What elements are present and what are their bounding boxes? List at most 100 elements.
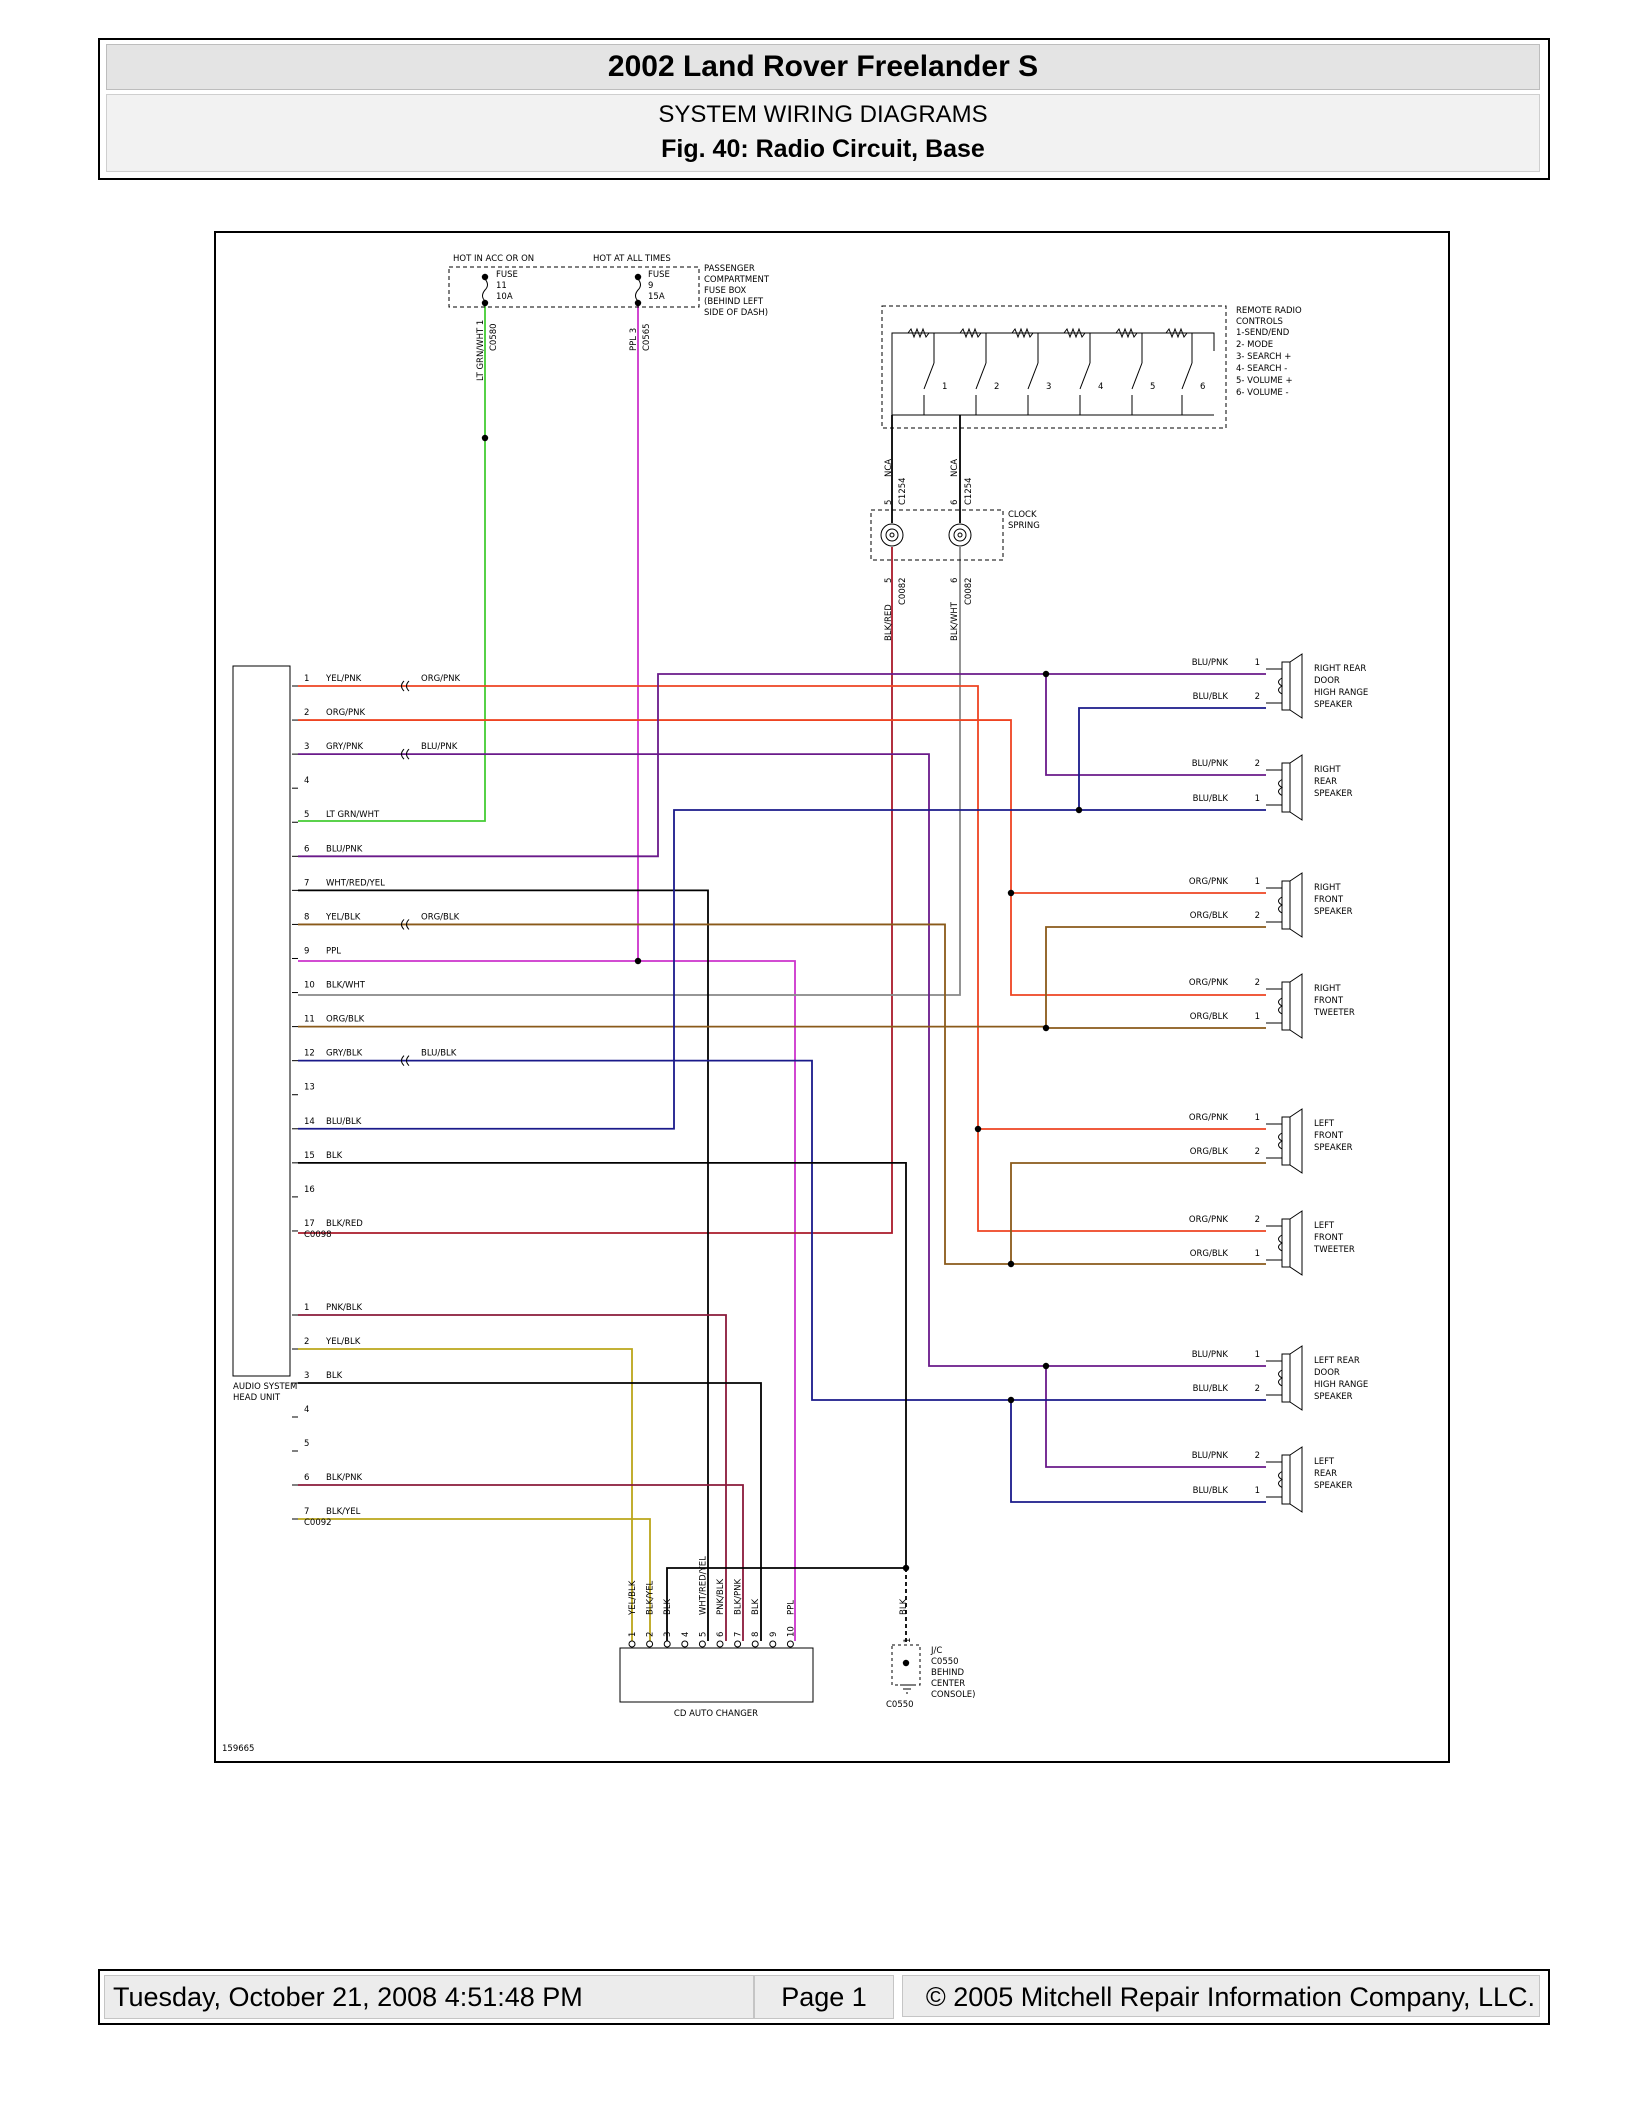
pin-number: 7 bbox=[304, 1507, 309, 1517]
ground-label: CONSOLE) bbox=[931, 1690, 976, 1700]
switch-number: 2 bbox=[994, 382, 999, 392]
clock-spring-box bbox=[870, 509, 1004, 561]
switch-number: 5 bbox=[1150, 382, 1155, 392]
splice-dot bbox=[1007, 1260, 1015, 1268]
wire-blu-pnk-6b bbox=[1045, 674, 1266, 776]
wire-pnk-blk bbox=[298, 1314, 727, 1641]
pin-number: 6 bbox=[950, 500, 960, 505]
connector-id: C0098 bbox=[304, 1230, 332, 1240]
pin-number: 12 bbox=[304, 1049, 315, 1059]
cd-pin bbox=[716, 1640, 724, 1648]
speaker-label: FRONT bbox=[1314, 996, 1344, 1006]
splice-dot bbox=[481, 273, 489, 281]
fuse-symbol bbox=[482, 278, 488, 302]
splice-dot bbox=[634, 299, 642, 307]
speaker-coil bbox=[1278, 779, 1284, 796]
splice-dot bbox=[902, 1564, 910, 1572]
fuse-box-label: COMPARTMENT bbox=[704, 275, 770, 285]
splice-dot bbox=[481, 299, 489, 307]
switch-number: 1 bbox=[942, 382, 947, 392]
remote-function: 5- VOLUME + bbox=[1236, 376, 1293, 386]
fuse-label: 10A bbox=[496, 292, 513, 302]
pin-number: 14 bbox=[304, 1117, 315, 1127]
remote-bus bbox=[891, 332, 1215, 415]
wire-color-label: ORG/PNK bbox=[1189, 1113, 1229, 1123]
wire-color-label: BLK/RED bbox=[884, 604, 894, 641]
connector-break bbox=[401, 680, 405, 692]
speaker-label: SPEAKER bbox=[1314, 789, 1353, 799]
clock-spring-coil bbox=[885, 528, 899, 542]
wire-color-label: BLK bbox=[751, 1598, 761, 1615]
resistor bbox=[959, 327, 982, 339]
switch-blade bbox=[1181, 362, 1193, 390]
switch-number: 4 bbox=[1098, 382, 1103, 392]
connector-id: C0580 bbox=[489, 323, 499, 351]
pin-number: 5 bbox=[884, 500, 894, 505]
wire-color-label: ORG/PNK bbox=[326, 708, 366, 718]
pin-number: 2 bbox=[1255, 692, 1260, 702]
wire-color-label: LT GRN/WHT 1 bbox=[476, 320, 486, 381]
speaker-body bbox=[1281, 1454, 1291, 1505]
speaker-label: SPEAKER bbox=[1314, 1143, 1353, 1153]
speaker-cone bbox=[1289, 754, 1303, 821]
wire-color-label: YEL/BLK bbox=[628, 1580, 638, 1616]
pin-number: 2 bbox=[1255, 1215, 1260, 1225]
fuse-box-label: FUSE BOX bbox=[704, 286, 746, 296]
wire-color-label: NCA bbox=[884, 459, 894, 477]
remote-controls-label: CONTROLS bbox=[1236, 317, 1283, 327]
speaker-label: RIGHT bbox=[1314, 984, 1341, 994]
speaker-label: LEFT REAR bbox=[1314, 1356, 1360, 1366]
wire-org-blk-8b bbox=[1010, 1162, 1266, 1264]
fuse-box-label: (BEHIND LEFT bbox=[704, 297, 764, 307]
speaker-label: TWEETER bbox=[1313, 1008, 1355, 1018]
pin-number: 4 bbox=[304, 776, 309, 786]
pin-number: 5 bbox=[698, 1632, 708, 1637]
wire-color-label: LT GRN/WHT bbox=[326, 810, 380, 820]
wire-color-label: YEL/BLK bbox=[325, 1337, 361, 1347]
connector-break bbox=[406, 748, 410, 760]
wire-color-label: BLU/PNK bbox=[1192, 759, 1229, 769]
wire-color-label: BLK/PNK bbox=[734, 1579, 744, 1615]
pin-number: 1 bbox=[1255, 1350, 1260, 1360]
clock-spring-coil bbox=[880, 523, 904, 547]
connector-break bbox=[406, 1055, 410, 1067]
pin-number: 6 bbox=[304, 844, 309, 854]
speaker-body bbox=[1281, 981, 1291, 1031]
wire-color-label: BLK/WHT bbox=[326, 981, 366, 991]
pin-number: 2 bbox=[1255, 1384, 1260, 1394]
switch-number: 3 bbox=[1046, 382, 1051, 392]
wire-color-label: BLU/BLK bbox=[421, 1049, 457, 1059]
speaker-label: HIGH RANGE bbox=[1314, 688, 1368, 698]
speaker-body bbox=[1281, 661, 1291, 711]
pin-number: 15 bbox=[304, 1151, 315, 1161]
connector-break bbox=[406, 919, 410, 930]
connector-id: C0092 bbox=[304, 1518, 332, 1528]
pin-number: 5 bbox=[304, 1439, 309, 1449]
splice-dot bbox=[1042, 1024, 1050, 1032]
head-unit-label: HEAD UNIT bbox=[233, 1393, 281, 1403]
cd-pin bbox=[681, 1640, 689, 1648]
speaker-label: FRONT bbox=[1314, 1233, 1344, 1243]
connector-id: C1254 bbox=[964, 477, 974, 505]
wire-color-label: BLU/BLK bbox=[1193, 1384, 1229, 1394]
ground-junction bbox=[891, 1644, 921, 1686]
pin-number: 1 bbox=[1255, 1012, 1260, 1022]
pin-number: 1 bbox=[1255, 1113, 1260, 1123]
remote-controls-label: REMOTE RADIO bbox=[1236, 306, 1302, 316]
wire-color-label: PNK/BLK bbox=[326, 1303, 362, 1313]
speaker-cone bbox=[1289, 1345, 1303, 1411]
wire-color-label: ORG/PNK bbox=[421, 674, 461, 684]
pin-number: 6 bbox=[950, 578, 960, 583]
wire-org-blk-11 bbox=[298, 926, 1266, 1028]
fuse-label: 11 bbox=[496, 281, 507, 291]
speaker-label: RIGHT bbox=[1314, 883, 1341, 893]
wire-blk-red bbox=[298, 547, 893, 1234]
clock-spring-coil bbox=[957, 532, 963, 538]
pin-number: 2 bbox=[304, 708, 309, 718]
wire-color-label: ORG/BLK bbox=[1190, 1012, 1229, 1022]
pin-number: 2 bbox=[646, 1632, 656, 1637]
pin-number: 1 bbox=[1255, 658, 1260, 668]
wire-blu-pnk-6 bbox=[298, 673, 1266, 858]
cd-pin bbox=[786, 1640, 794, 1648]
